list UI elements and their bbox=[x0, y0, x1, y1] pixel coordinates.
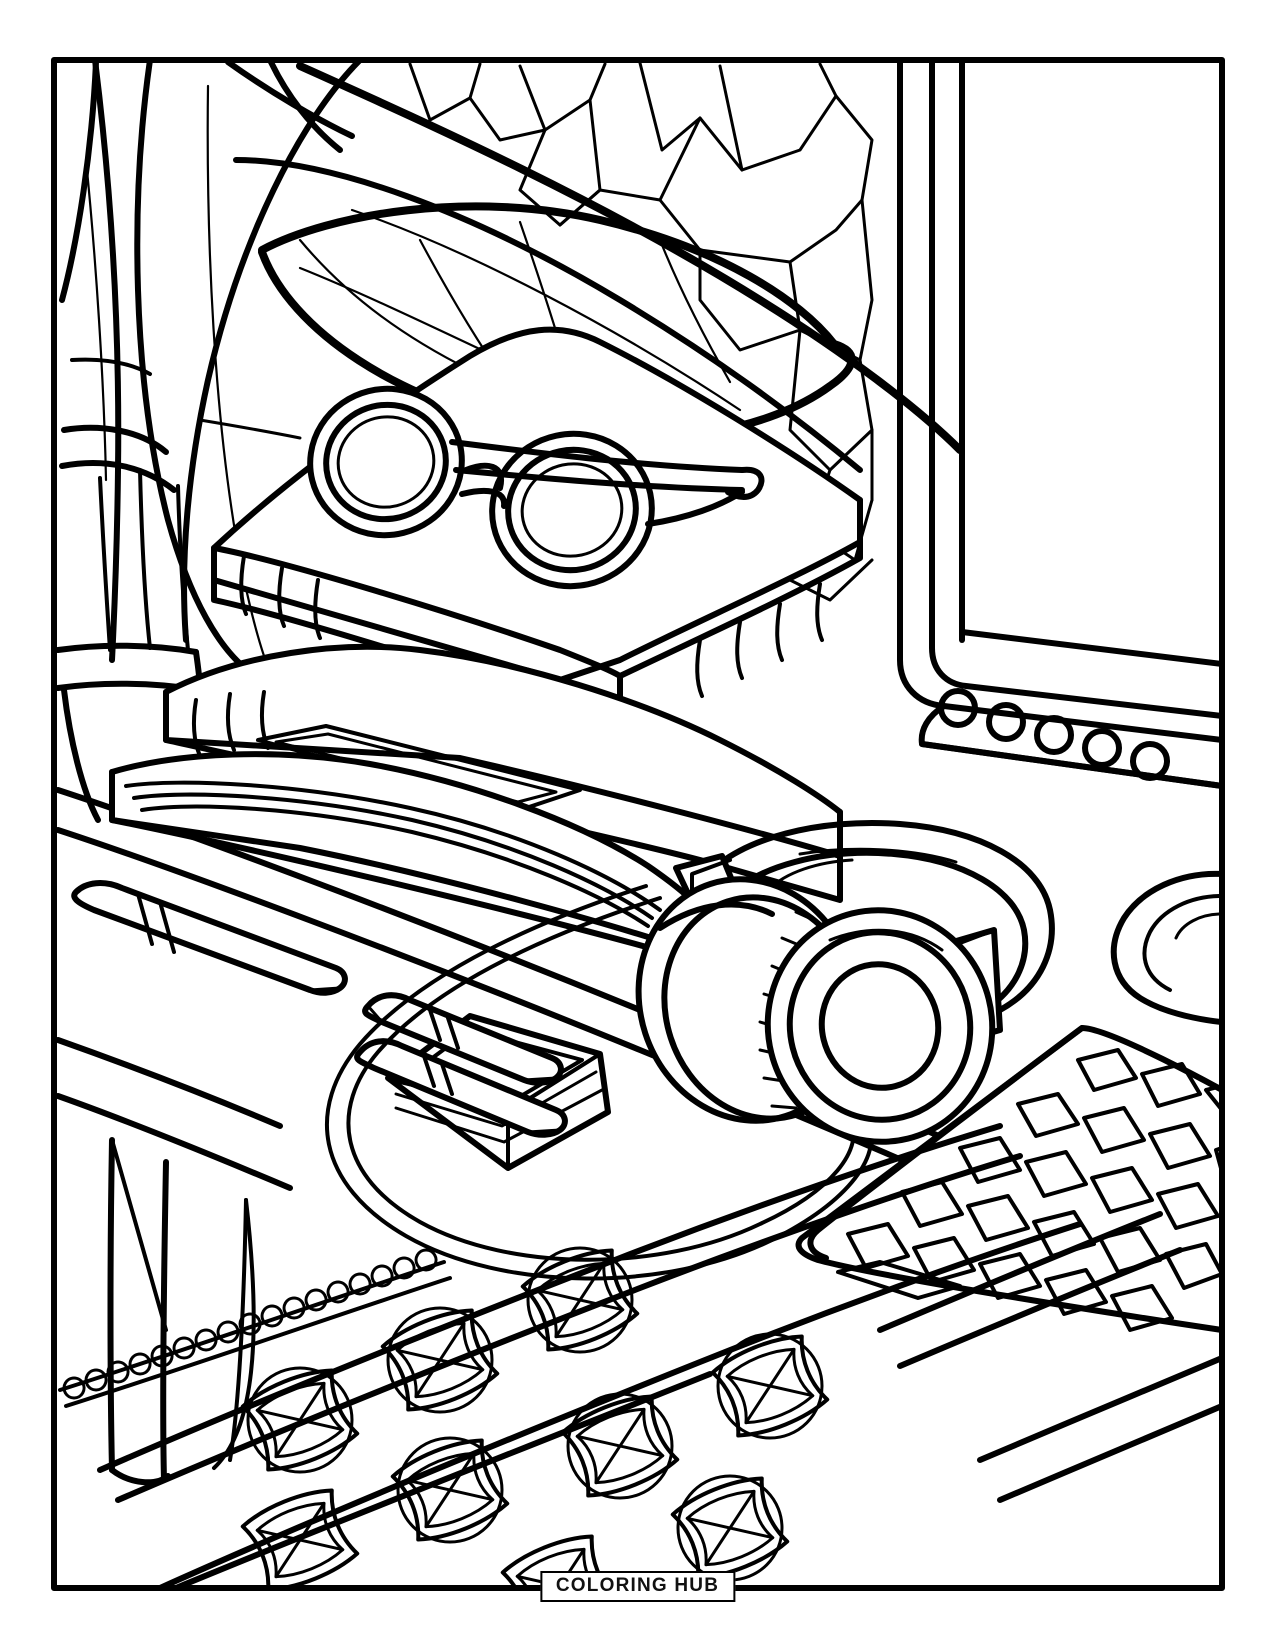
headphone-cable bbox=[324, 884, 874, 1281]
eyeglass-bridge bbox=[463, 462, 505, 491]
headphone-driver bbox=[818, 961, 942, 1091]
monitor-buttons[interactable] bbox=[938, 688, 1170, 781]
eyeglass-lens-right bbox=[489, 430, 655, 590]
monitor-button-4[interactable] bbox=[1082, 728, 1122, 768]
watermark-label: COLORING HUB bbox=[555, 1575, 720, 1597]
pen bbox=[71, 880, 348, 996]
rug-fringe bbox=[62, 1248, 438, 1400]
monitor-button-2[interactable] bbox=[986, 702, 1026, 742]
headphone-earcup-right bbox=[764, 907, 996, 1145]
headphone-band bbox=[703, 819, 1055, 1013]
monitor-button-5[interactable] bbox=[1130, 741, 1170, 781]
monitor-button-1[interactable] bbox=[938, 688, 978, 728]
monitor-button-3[interactable] bbox=[1034, 715, 1074, 755]
mouse[interactable] bbox=[1110, 870, 1222, 1025]
monitor bbox=[897, 63, 1219, 789]
rug bbox=[58, 1123, 1219, 1585]
watermark-badge: COLORING HUB bbox=[539, 1571, 736, 1602]
rug-motifs bbox=[240, 1246, 830, 1585]
eyeglass-temple bbox=[449, 439, 745, 473]
book-bottom bbox=[109, 751, 709, 969]
headphones bbox=[635, 819, 1055, 1145]
eyeglasses bbox=[198, 385, 765, 590]
houseplant bbox=[59, 63, 964, 684]
